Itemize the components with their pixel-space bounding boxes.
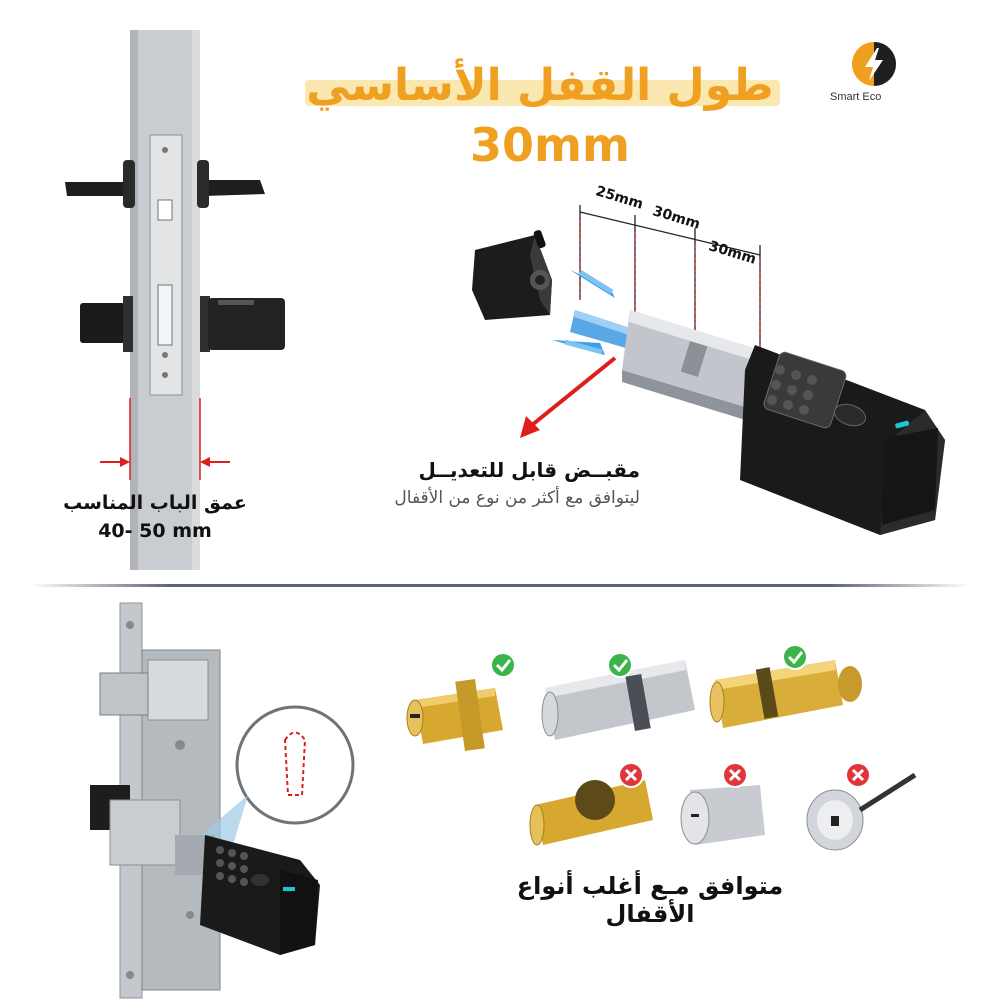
cylinder-steel-euro-double [541, 660, 695, 740]
core-length: 30mm [470, 118, 630, 172]
smart-lock-exploded [472, 205, 945, 535]
cross-icon [722, 762, 748, 788]
adjustable-handle-subtext: ليتوافق مع أكثر من نوع من الأقفال [394, 488, 640, 508]
mortise-lock-illustration [90, 602, 355, 999]
cross-icon [618, 762, 644, 788]
cylinder-brass-gear [529, 780, 653, 846]
cross-icon [845, 762, 871, 788]
check-icon [782, 644, 808, 670]
door-depth-size: 40- 50 mm [98, 520, 212, 542]
cylinder-key-in-knob [806, 772, 917, 851]
brand-name: Smart Eco [830, 91, 882, 103]
title-highlight [305, 80, 780, 106]
section-divider [30, 584, 970, 587]
cylinder-brass-euro-thumb [709, 660, 862, 728]
check-icon [607, 652, 633, 678]
door-depth-label: عمق الباب المناسب [63, 492, 247, 514]
cylinder-brass-euro-knob [406, 678, 503, 752]
check-icon [490, 652, 516, 678]
cylinder-types [406, 644, 917, 851]
compatibility-label: متوافق مـع أغلب أنواع الأقفال [516, 872, 784, 928]
lightning-bolt-icon [852, 42, 896, 86]
door-illustration [65, 30, 285, 570]
adjustable-handle-label: مقبــض قابل للتعديــل [418, 458, 640, 482]
cylinder-chrome-round [680, 785, 765, 845]
page-title: طول القفل الأساسي [306, 60, 774, 111]
